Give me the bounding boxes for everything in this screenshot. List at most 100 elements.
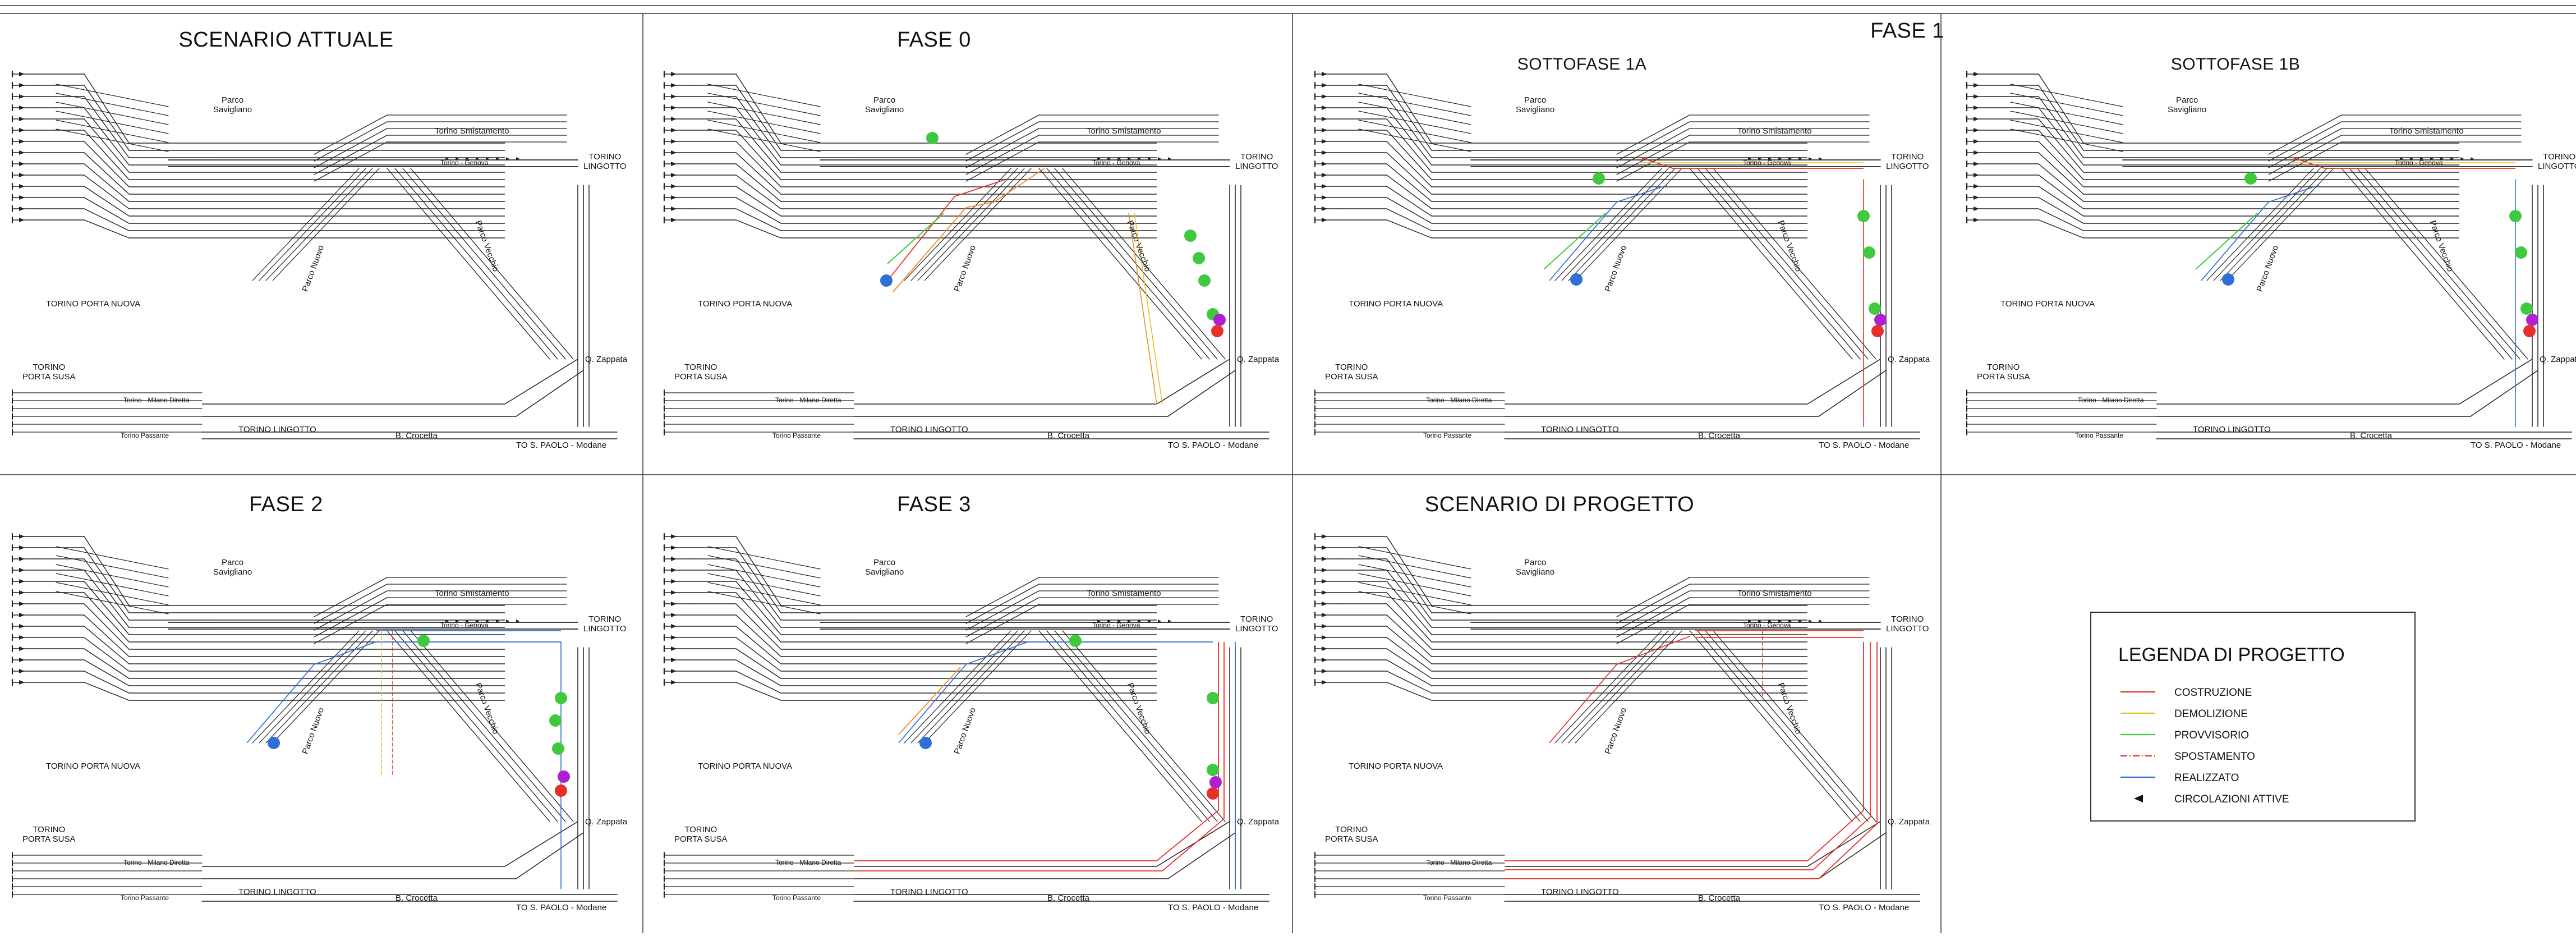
label-torino-porta-susa: TORINO PORTA SUSA	[1325, 363, 1378, 382]
label-b-crocetta: B. Crocetta	[395, 431, 438, 441]
legend-label: COSTRUZIONE	[2174, 687, 2252, 699]
label-torino-genova: Torino - Genova	[440, 159, 489, 167]
label-torino-porta-susa: TORINO PORTA SUSA	[1977, 363, 2030, 382]
label-q-zappata: Q. Zappata	[585, 817, 628, 827]
label-torino-smistamento: Torino Smistamento	[1737, 589, 1812, 598]
label-to-s-paolo: TO S. PAOLO - Modane	[2471, 441, 2561, 450]
label-torino-milano-diretta: Torino - Milano Diretta	[1426, 396, 1492, 404]
panel-title-fase1a: SOTTOFASE 1A	[1517, 55, 1647, 74]
legend-symbol	[2120, 733, 2155, 736]
label-torino-smistamento: Torino Smistamento	[2389, 126, 2464, 136]
label-b-crocetta: B. Crocetta	[395, 893, 438, 903]
label-torino-passante: Torino Passante	[772, 894, 821, 902]
label-to-s-paolo: TO S. PAOLO - Modane	[1168, 903, 1259, 912]
label-torino-porta-susa: TORINO PORTA SUSA	[674, 825, 728, 844]
label-torino-passante: Torino Passante	[1423, 432, 1472, 439]
schematic-fase1a	[1314, 70, 1920, 439]
label-torino-smistamento: Torino Smistamento	[1087, 589, 1161, 598]
label-torino-genova: Torino - Genova	[440, 621, 489, 629]
label-torino-lingotto-bottom: TORINO LINGOTTO	[2193, 425, 2271, 434]
label-torino-lingotto-bottom: TORINO LINGOTTO	[238, 425, 316, 434]
legend-label: PROVVISORIO	[2174, 729, 2250, 741]
label-torino-lingotto-top: TORINO LINGOTTO	[1886, 152, 1929, 171]
label-to-s-paolo: TO S. PAOLO - Modane	[516, 903, 607, 912]
label-b-crocetta: B. Crocetta	[1698, 431, 1741, 441]
label-torino-porta-susa: TORINO PORTA SUSA	[22, 825, 76, 844]
label-torino-milano-diretta: Torino - Milano Diretta	[123, 859, 190, 866]
schematic-fase2	[11, 533, 618, 902]
label-torino-lingotto-top: TORINO LINGOTTO	[1235, 614, 1278, 634]
panel-title-fase2: FASE 2	[249, 493, 323, 516]
label-q-zappata: Q. Zappata	[2540, 355, 2576, 364]
label-torino-lingotto-bottom: TORINO LINGOTTO	[1541, 425, 1619, 434]
schematic-fase0	[663, 70, 1269, 439]
label-parco-savigliano: Parco Savigliano	[213, 558, 252, 577]
label-torino-lingotto-bottom: TORINO LINGOTTO	[890, 425, 968, 434]
label-torino-passante: Torino Passante	[121, 894, 169, 902]
label-torino-porta-nuova: TORINO PORTA NUOVA	[46, 761, 141, 771]
legend-label: DEMOLIZIONE	[2174, 708, 2248, 720]
label-torino-smistamento: Torino Smistamento	[435, 126, 509, 136]
label-torino-passante: Torino Passante	[121, 432, 169, 439]
legend-symbol	[2134, 795, 2143, 802]
label-to-s-paolo: TO S. PAOLO - Modane	[1168, 441, 1259, 450]
group-title-fase1: FASE 1	[1870, 19, 1944, 43]
label-q-zappata: Q. Zappata	[1888, 817, 1930, 827]
legend-label: CIRCOLAZIONI ATTIVE	[2174, 793, 2289, 805]
label-q-zappata: Q. Zappata	[585, 355, 628, 364]
label-torino-genova: Torino - Genova	[1092, 621, 1140, 629]
legend-symbol	[2120, 712, 2155, 714]
legend: LEGENDA DI PROGETTO COSTRUZIONE DEMOLIZIO…	[2090, 612, 2416, 822]
legend-title: LEGENDA DI PROGETTO	[2118, 644, 2345, 666]
label-torino-genova: Torino - Genova	[2395, 159, 2443, 167]
legend-symbol	[2120, 691, 2155, 693]
label-torino-porta-nuova: TORINO PORTA NUOVA	[1349, 299, 1443, 309]
legend-symbol	[2120, 755, 2155, 757]
schematic-fase1b	[1966, 70, 2572, 439]
label-torino-lingotto-bottom: TORINO LINGOTTO	[890, 887, 968, 897]
label-parco-savigliano: Parco Savigliano	[2168, 95, 2207, 114]
schematic-fase3	[663, 533, 1269, 902]
label-q-zappata: Q. Zappata	[1237, 355, 1280, 364]
label-q-zappata: Q. Zappata	[1888, 355, 1930, 364]
label-parco-savigliano: Parco Savigliano	[213, 95, 252, 114]
label-torino-milano-diretta: Torino - Milano Diretta	[775, 859, 841, 866]
label-torino-genova: Torino - Genova	[1743, 621, 1791, 629]
label-to-s-paolo: TO S. PAOLO - Modane	[1819, 441, 1910, 450]
label-torino-passante: Torino Passante	[772, 432, 821, 439]
panel-grid	[0, 5, 2576, 934]
legend-label: SPOSTAMENTO	[2174, 751, 2255, 763]
label-torino-lingotto-bottom: TORINO LINGOTTO	[1541, 887, 1619, 897]
panel-title-progetto: SCENARIO DI PROGETTO	[1424, 493, 1695, 516]
label-torino-smistamento: Torino Smistamento	[1737, 126, 1812, 136]
label-to-s-paolo: TO S. PAOLO - Modane	[516, 441, 607, 450]
label-b-crocetta: B. Crocetta	[1698, 893, 1741, 903]
label-torino-passante: Torino Passante	[2075, 432, 2124, 439]
label-torino-genova: Torino - Genova	[1743, 159, 1791, 167]
label-torino-lingotto-top: TORINO LINGOTTO	[1886, 614, 1929, 634]
label-torino-porta-nuova: TORINO PORTA NUOVA	[1349, 761, 1443, 771]
label-torino-porta-susa: TORINO PORTA SUSA	[22, 363, 76, 382]
label-parco-savigliano: Parco Savigliano	[865, 558, 904, 577]
schematic-progetto	[1314, 533, 1920, 902]
label-torino-lingotto-top: TORINO LINGOTTO	[2538, 152, 2576, 171]
label-parco-savigliano: Parco Savigliano	[1516, 95, 1555, 114]
legend-symbol	[2120, 776, 2155, 778]
panel-title-attuale: SCENARIO ATTUALE	[178, 28, 394, 52]
label-torino-passante: Torino Passante	[1423, 894, 1472, 902]
label-b-crocetta: B. Crocetta	[1047, 431, 1090, 441]
label-torino-smistamento: Torino Smistamento	[435, 589, 509, 598]
label-torino-porta-nuova: TORINO PORTA NUOVA	[698, 761, 793, 771]
label-torino-lingotto-top: TORINO LINGOTTO	[1235, 152, 1278, 171]
panel-title-fase3: FASE 3	[897, 493, 971, 516]
label-torino-porta-nuova: TORINO PORTA NUOVA	[698, 299, 793, 309]
label-torino-milano-diretta: Torino - Milano Diretta	[123, 396, 190, 404]
label-torino-lingotto-bottom: TORINO LINGOTTO	[238, 887, 316, 897]
label-q-zappata: Q. Zappata	[1237, 817, 1280, 827]
label-b-crocetta: B. Crocetta	[1047, 893, 1090, 903]
label-torino-genova: Torino - Genova	[1092, 159, 1140, 167]
label-to-s-paolo: TO S. PAOLO - Modane	[1819, 903, 1910, 912]
label-torino-smistamento: Torino Smistamento	[1087, 126, 1161, 136]
panel-title-fase0: FASE 0	[897, 28, 971, 52]
